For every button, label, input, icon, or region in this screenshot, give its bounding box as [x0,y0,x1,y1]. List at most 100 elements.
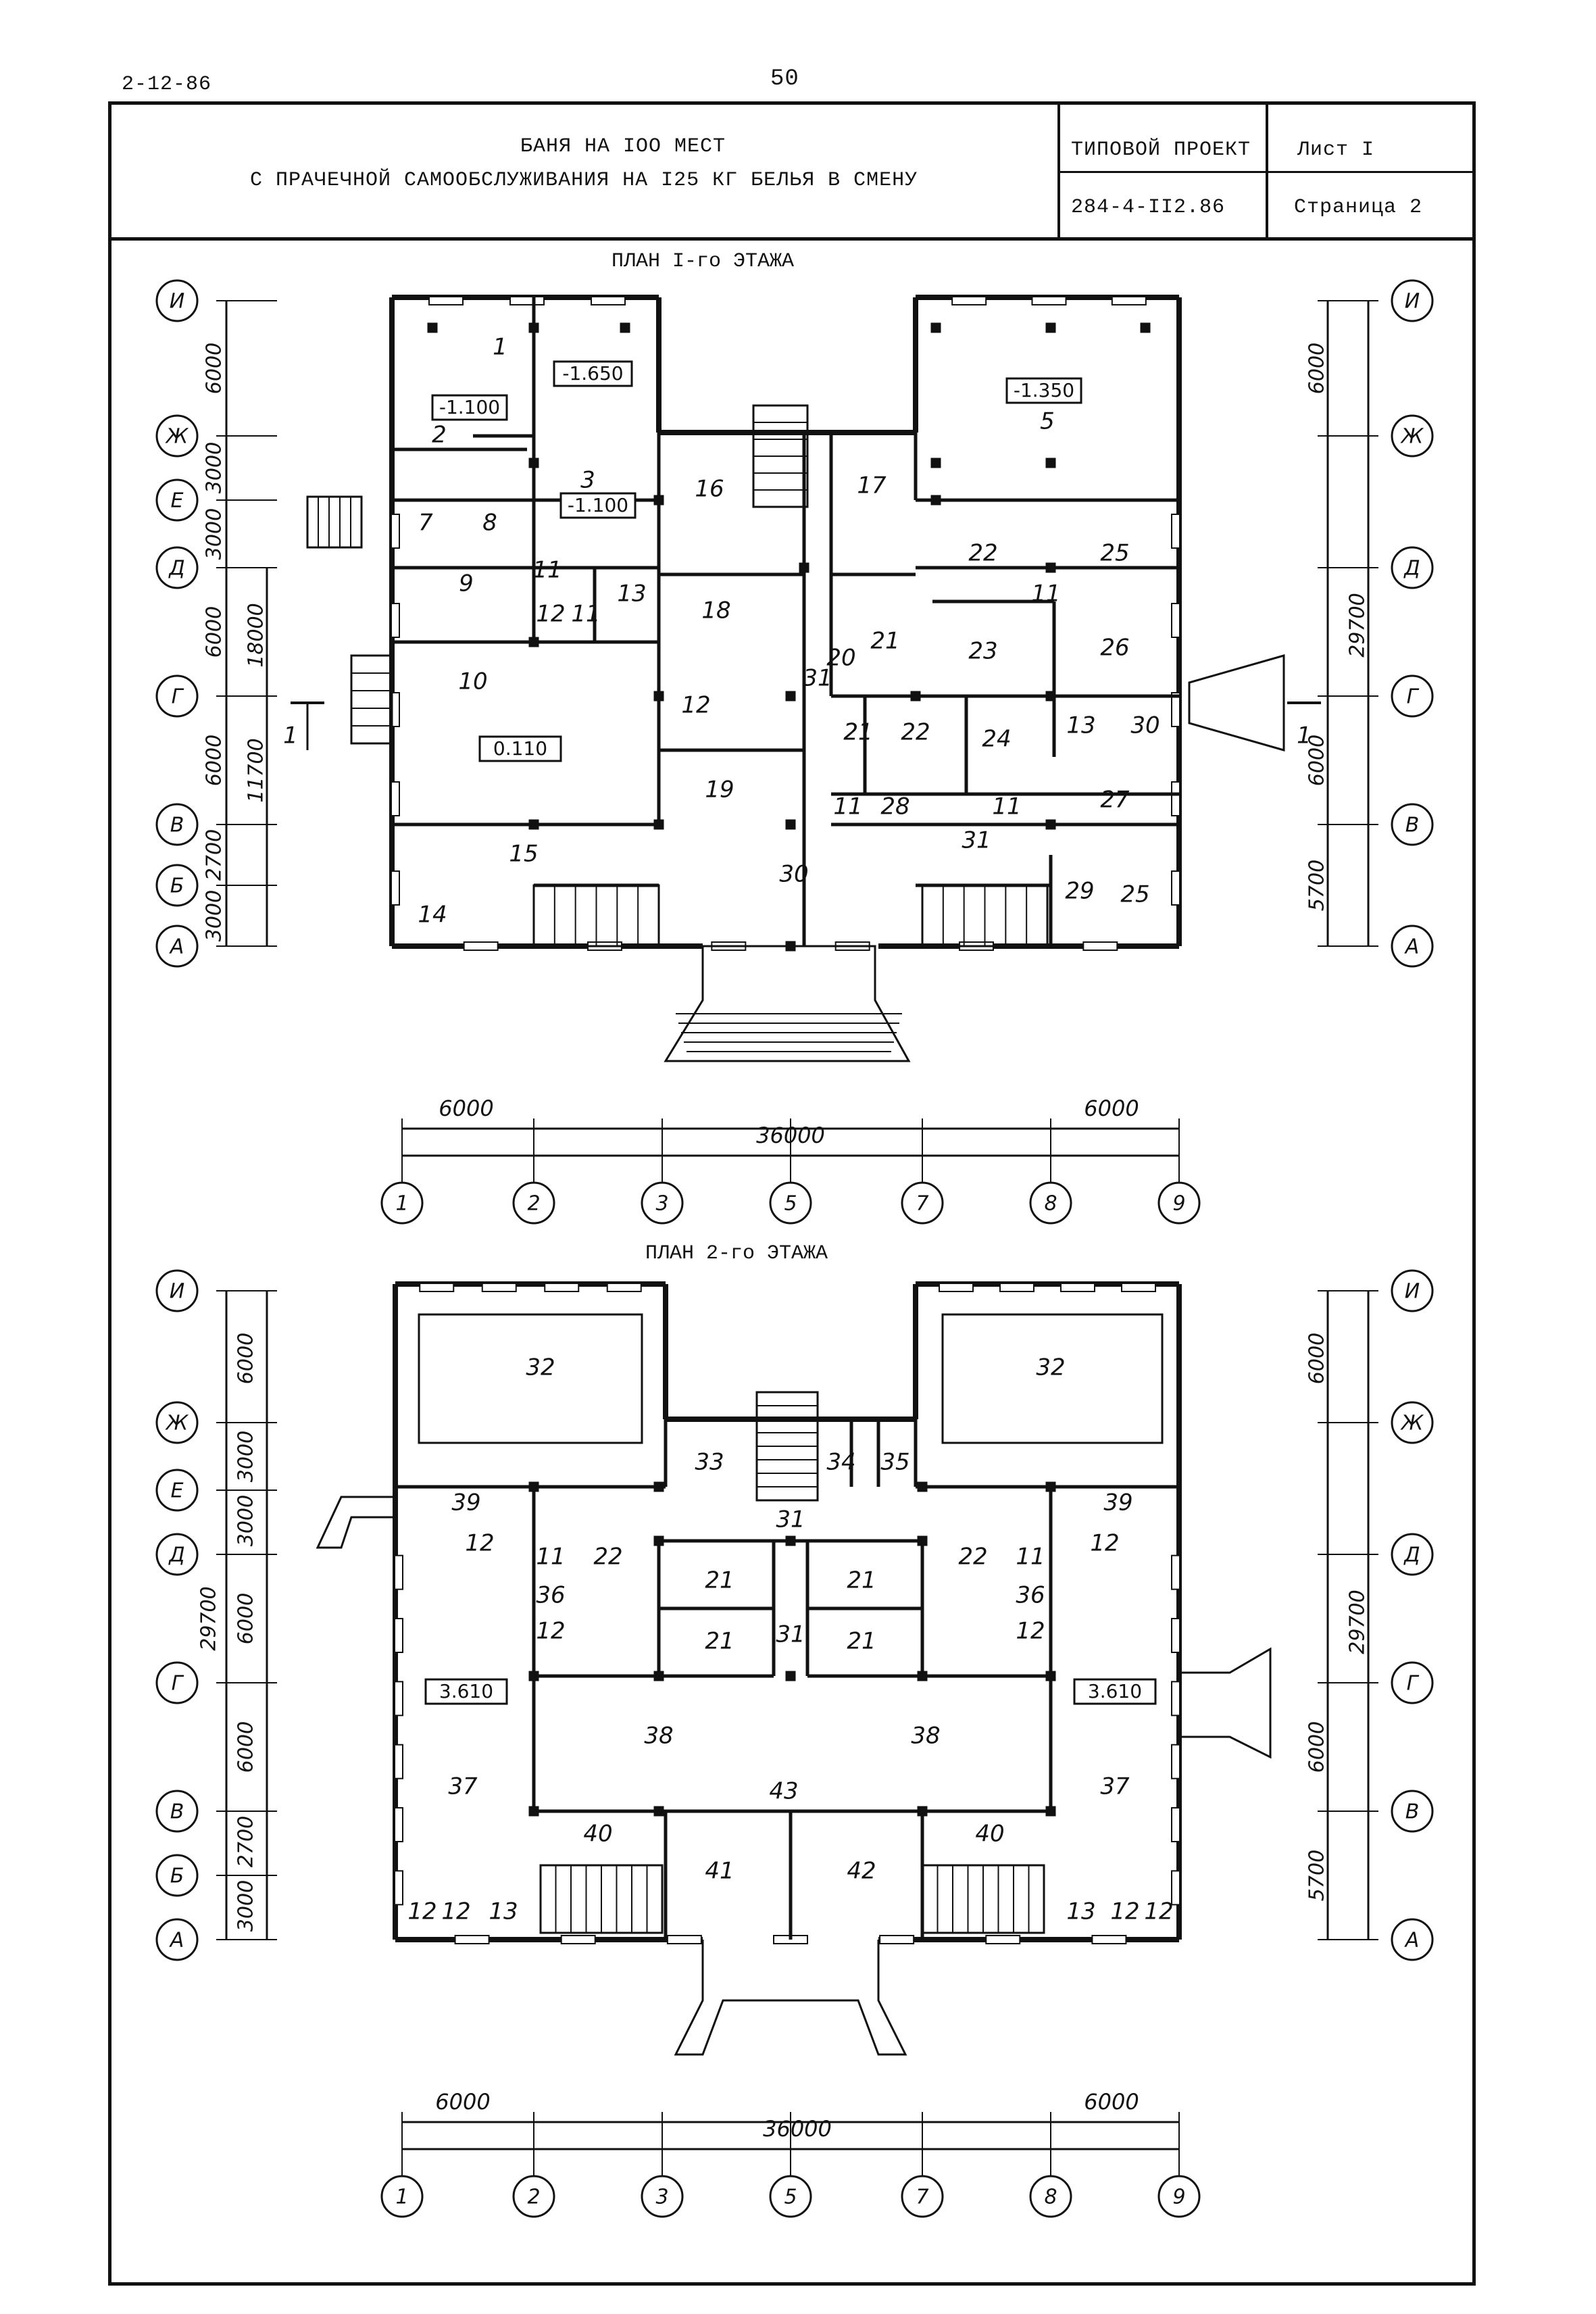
plan1-bottom-axis-3 [769,1181,812,1225]
project-label: ТИПОВОЙ ПРОЕКТ [1071,139,1251,162]
plan2-room-10: 11 [536,1544,565,1571]
plan1-stair-left [532,884,660,947]
plan1-room-38: 29 [1065,878,1094,905]
column [1045,562,1056,573]
plan2-title: ПЛАН 2-го ЭТАЖА [645,1242,828,1265]
plan2-level-1-label: 3.610 [1088,1680,1142,1702]
plan2-main-stair [755,1391,819,1502]
plan1-room-33: 11 [833,793,862,820]
plan1-right-axis-5 [1391,925,1434,968]
window [394,1744,403,1779]
sheet-code: 2-12-86 [122,73,212,96]
plan1-side-stair-right-ent-outline [350,654,393,745]
plan2-left-axis-1 [155,1401,199,1444]
plan1-left-axis-1 [155,414,199,458]
plan2-bottom-axis-2-label: 3 [655,2186,668,2209]
plan1-room-37: 30 [779,861,808,888]
column [653,691,664,701]
window [391,870,400,906]
plan2-left-axis-4 [155,1661,199,1704]
column [528,819,539,830]
column [785,691,796,701]
plan2-pool-right [941,1313,1164,1444]
column [653,1535,664,1546]
plan2-right-dim-1: 29700 [1346,1590,1370,1654]
plan1-left-axis-7 [155,925,199,968]
plan1-right-axis-0-label: И [1405,290,1420,314]
plan2-right-axis-1-label: Ж [1400,1412,1424,1435]
plan1-right-axis-0 [1391,279,1434,322]
plan1-room-27: 25 [1100,540,1129,567]
plan2-bottom-dim-0: 6000 [435,2089,490,2115]
plan2-left-axis-5 [155,1790,199,1833]
plan2-bottom-dim-1: 6000 [1084,2089,1139,2115]
plan2-room-19: 21 [847,1567,876,1594]
column [785,1671,796,1681]
plan2-bottom-axis-3-label: 5 [784,2186,797,2209]
column [653,1481,664,1492]
window [666,1935,702,1944]
plan2-bottom-axis-1 [512,2175,555,2218]
window [1171,1807,1180,1842]
plan1-room-1: 2 [432,422,447,449]
plan1-entrance-porch [664,945,911,1062]
plan2-room-5: 31 [776,1506,805,1533]
plan2-room-27: 43 [769,1778,798,1805]
plan1-left-axis-5-label: В [170,814,184,837]
window [1171,870,1180,906]
plan2-left-dim-4: 6000 [234,1721,258,1773]
plan2-floor-plan: ИЖЕДГВБА60003000300060006000270030002970… [155,1269,1434,2218]
plan2-right-axis-1 [1391,1401,1434,1444]
plan1-room-23: 11 [1031,581,1060,608]
window [454,1935,490,1944]
plan1-room-26: 24 [982,726,1011,753]
column [1045,1671,1056,1681]
title-line-2: С ПРАЧЕЧНОЙ САМООБСЛУЖИВАНИЯ НА I25 КГ Б… [250,169,918,192]
plan2-left-axis-2 [155,1469,199,1512]
plan1-bottom-axis-3-label: 5 [784,1192,797,1216]
window [1031,296,1067,305]
column [1045,458,1056,468]
plan2-left-total: 29700 [197,1586,221,1650]
plan1-room-21: 21 [843,719,872,746]
column [930,495,941,506]
title-line-1: БАНЯ НА IOO МЕСТ [520,135,726,158]
plan1-room-30: 30 [1130,712,1159,739]
plan2-room-29: 40 [975,1821,1004,1848]
plan2-left-dim-3: 6000 [234,1593,258,1644]
drawing-frame [108,101,1476,2286]
plan1-room-29: 13 [1066,712,1095,739]
column [917,1481,928,1492]
plan2-room-2: 33 [695,1449,724,1476]
plan2-right-axis-5 [1391,1918,1434,1961]
plan2-bottom-axis-4-label: 7 [916,2186,928,2209]
plan1-left-axis-4 [155,674,199,718]
plan1-left-axis-2-label: Е [171,489,184,513]
window [985,1935,1021,1944]
plan1-bottom-axis-4 [901,1181,944,1225]
window [1121,1283,1156,1292]
plan1-room-8: 11 [532,557,562,584]
plan2-left-dim-0: 6000 [234,1333,258,1384]
plan2-stair-left [539,1864,664,1934]
plan1-bottom-axis-1 [512,1181,555,1225]
plan1-left-dim-5: 2700 [203,829,226,881]
column [528,458,539,468]
plan1-room-32: 21 [843,719,872,746]
plan2-left-axis-6 [155,1854,199,1897]
window [1171,692,1180,727]
plan1-left-axis-3 [155,546,199,589]
plan2-left-axis-3 [155,1533,199,1576]
window [1171,1618,1180,1653]
plan1-room-22: 22 [968,540,997,567]
column [785,1535,796,1546]
plan1-room-9: 12 [536,601,565,628]
plan2-pool-left [418,1313,643,1444]
plan2-left-axis-7 [155,1918,199,1961]
plan2-right-axis-2 [1391,1533,1434,1576]
window [419,1283,455,1292]
column [917,1806,928,1817]
column [653,1671,664,1681]
window [951,296,987,305]
